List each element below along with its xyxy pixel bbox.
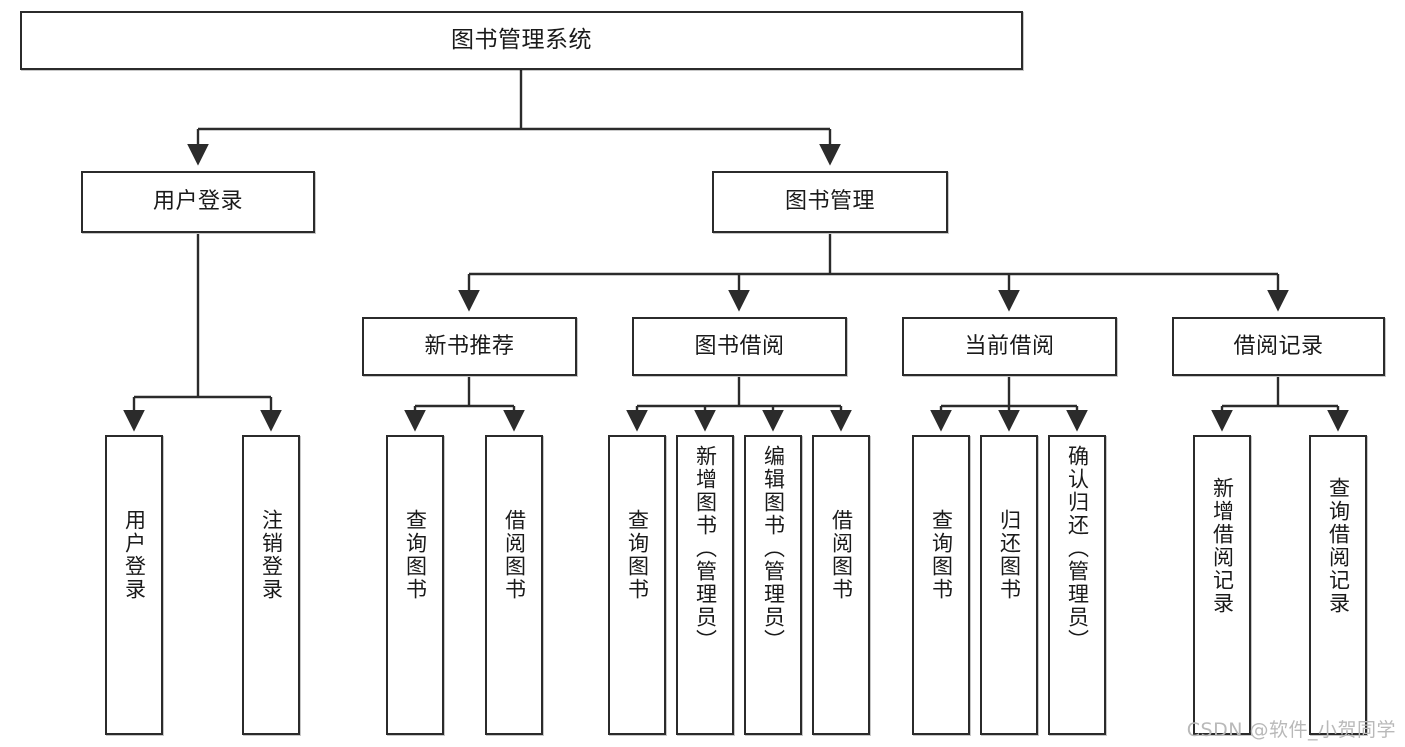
leaf-record-search[interactable]: 查询借阅记录 [1309,435,1367,735]
leaf-borrow-edit-book[interactable]: 编辑图书（管理员） [744,435,802,735]
leaf-record-add-label: 新增借阅记录 [1210,477,1235,615]
leaf-borrow-query-book-label: 查询图书 [625,509,650,601]
leaf-borrow-add-book-label: 新增图书（管理员） [693,445,718,652]
leaf-current-return-book-label: 归还图书 [997,509,1022,601]
node-book-manage[interactable]: 图书管理 [712,171,948,233]
leaf-borrow-add-book[interactable]: 新增图书（管理员） [676,435,734,735]
leaf-borrow-lend-book-label: 借阅图书 [829,509,854,601]
node-user-login[interactable]: 用户登录 [81,171,315,233]
leaf-borrow-lend-book[interactable]: 借阅图书 [812,435,870,735]
node-root[interactable]: 图书管理系统 [20,11,1023,70]
leaf-recommend-borrow-book[interactable]: 借阅图书 [485,435,543,735]
node-new-book-recommend[interactable]: 新书推荐 [362,317,577,376]
leaf-user-login-label: 用户登录 [122,509,147,601]
node-current-borrow-label: 当前借阅 [964,333,1055,359]
node-borrow-record-label: 借阅记录 [1233,333,1324,359]
leaf-record-search-label: 查询借阅记录 [1326,477,1351,615]
leaf-user-logout[interactable]: 注销登录 [242,435,300,735]
node-book-borrow-label: 图书借阅 [694,333,785,359]
leaf-recommend-query-book-label: 查询图书 [403,509,428,601]
node-book-manage-label: 图书管理 [784,189,875,215]
node-root-label: 图书管理系统 [451,27,592,54]
node-current-borrow[interactable]: 当前借阅 [902,317,1117,376]
leaf-current-return-book[interactable]: 归还图书 [980,435,1038,735]
node-new-book-recommend-label: 新书推荐 [424,333,515,359]
node-borrow-record[interactable]: 借阅记录 [1172,317,1385,376]
leaf-record-add[interactable]: 新增借阅记录 [1193,435,1251,735]
leaf-borrow-query-book[interactable]: 查询图书 [608,435,666,735]
leaf-recommend-borrow-book-label: 借阅图书 [502,509,527,601]
leaf-current-confirm-return-label: 确认归还（管理员） [1065,445,1090,652]
node-user-login-label: 用户登录 [152,189,243,215]
node-book-borrow[interactable]: 图书借阅 [632,317,847,376]
leaf-current-query-book[interactable]: 查询图书 [912,435,970,735]
leaf-user-login[interactable]: 用户登录 [105,435,163,735]
leaf-recommend-query-book[interactable]: 查询图书 [386,435,444,735]
leaf-current-confirm-return[interactable]: 确认归还（管理员） [1048,435,1106,735]
leaf-user-logout-label: 注销登录 [259,509,284,601]
leaf-current-query-book-label: 查询图书 [929,509,954,601]
leaf-borrow-edit-book-label: 编辑图书（管理员） [761,445,786,652]
